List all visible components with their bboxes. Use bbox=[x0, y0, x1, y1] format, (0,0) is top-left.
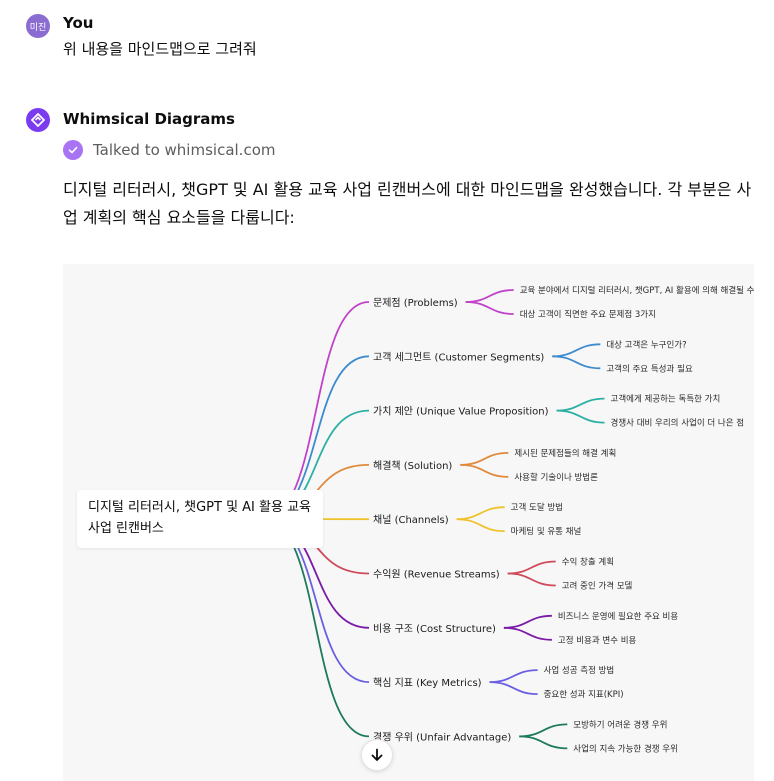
mindmap-child-connector bbox=[489, 681, 538, 695]
mindmap-child-connector bbox=[507, 572, 556, 587]
mindmap-branch-label[interactable]: 고객 세그먼트 (Customer Segments) bbox=[373, 351, 544, 363]
mindmap-child-connector bbox=[519, 723, 568, 738]
mindmap-leaf-label[interactable]: 고객에게 제공하는 독특한 가치 bbox=[611, 394, 721, 405]
avatar-initials: 미진 bbox=[29, 22, 47, 33]
mindmap-child-connector bbox=[465, 301, 514, 315]
assistant-name: Whimsical Diagrams bbox=[63, 110, 235, 128]
mindmap-branch-label[interactable]: 해결책 (Solution) bbox=[373, 459, 452, 472]
mindmap-branch-label[interactable]: 핵심 지표 (Key Metrics) bbox=[373, 677, 482, 689]
mindmap-leaf-label[interactable]: 비즈니스 운영에 필요한 주요 비용 bbox=[558, 611, 678, 622]
user-name: You bbox=[63, 14, 94, 32]
tool-status-label: Talked to whimsical.com bbox=[93, 141, 276, 159]
mindmap-leaf-label[interactable]: 고정 비용과 변수 비용 bbox=[558, 635, 637, 646]
mindmap-root-node[interactable]: 디지털 리터러시, 챗GPT 및 AI 활용 교육 사업 린캔버스 bbox=[77, 490, 323, 548]
mindmap-leaf-label[interactable]: 제시된 문제점들의 해결 계획 bbox=[514, 448, 616, 459]
mindmap-child-connector bbox=[460, 464, 509, 478]
mindmap-child-connector bbox=[503, 614, 552, 629]
arrow-down-icon bbox=[371, 748, 383, 761]
mindmap-leaf-label[interactable]: 수익 창출 계획 bbox=[562, 557, 614, 568]
mindmap-child-connector bbox=[552, 355, 601, 370]
mindmap-diagram[interactable]: 문제점 (Problems) 교육 분야에서 디지털 리터러시, 챗GPT, AI… bbox=[63, 264, 754, 781]
mindmap-leaf-label[interactable]: 사업의 지속 가능한 경쟁 우위 bbox=[573, 743, 678, 754]
mindmap-connector bbox=[262, 301, 370, 520]
mindmap-leaf-label[interactable]: 사업 성공 측정 방법 bbox=[544, 665, 615, 676]
mindmap-child-connector bbox=[456, 506, 505, 521]
mindmap-child-connector bbox=[465, 289, 514, 303]
mindmap-leaf-label[interactable]: 중요한 성과 지표(KPI) bbox=[544, 690, 624, 700]
mindmap-leaf-label[interactable]: 고객 도달 방법 bbox=[511, 502, 563, 513]
mindmap-branch-label[interactable]: 비용 구조 (Cost Structure) bbox=[373, 623, 496, 635]
mindmap-child-connector bbox=[507, 560, 556, 575]
mindmap-branch-label[interactable]: 문제점 (Problems) bbox=[373, 297, 458, 309]
mindmap-branch-label[interactable]: 수익원 (Revenue Streams) bbox=[373, 569, 500, 581]
mindmap-child-connector bbox=[556, 397, 605, 412]
mindmap-leaf-label[interactable]: 대상 고객이 직면한 주요 문제점 3가지 bbox=[520, 309, 656, 320]
check-icon bbox=[63, 140, 83, 160]
mindmap-canvas: 문제점 (Problems) 교육 분야에서 디지털 리터러시, 챗GPT, AI… bbox=[262, 285, 754, 754]
mindmap-connector bbox=[262, 518, 370, 738]
scroll-down-button[interactable] bbox=[361, 739, 393, 771]
mindmap-leaf-label[interactable]: 경쟁사 대비 우리의 사업이 더 나은 점 bbox=[611, 418, 745, 429]
mindmap-leaf-label[interactable]: 고려 중인 가격 모델 bbox=[562, 581, 633, 592]
mindmap-leaf-label[interactable]: 고객의 주요 특성과 필요 bbox=[606, 363, 692, 374]
mindmap-child-connector bbox=[460, 452, 509, 466]
user-message-text: 위 내용을 마인드맵으로 그려줘 bbox=[63, 40, 257, 58]
mindmap-child-connector bbox=[503, 626, 552, 641]
mindmap-child-connector bbox=[489, 669, 538, 683]
mindmap-leaf-label[interactable]: 교육 분야에서 디지털 리터러시, 챗GPT, AI 활용에 의해 해결될 수 … bbox=[520, 285, 754, 296]
mindmap-child-connector bbox=[519, 735, 568, 750]
mindmap-leaf-label[interactable]: 사용할 기술이나 방법론 bbox=[514, 472, 598, 483]
mindmap-child-connector bbox=[556, 409, 605, 424]
mindmap-child-connector bbox=[552, 343, 601, 358]
mindmap-root-label: 디지털 리터러시, 챗GPT 및 AI 활용 교육 사업 린캔버스 bbox=[88, 500, 311, 536]
mindmap-branch-label[interactable]: 경쟁 우위 (Unfair Advantage) bbox=[373, 730, 511, 743]
mindmap-leaf-label[interactable]: 대상 고객은 누구인가? bbox=[606, 339, 686, 350]
tool-status[interactable]: Talked to whimsical.com bbox=[63, 140, 275, 160]
mindmap-leaf-label[interactable]: 마케팅 및 유통 채널 bbox=[511, 526, 582, 537]
mindmap-child-connector bbox=[456, 518, 505, 533]
whimsical-logo-icon bbox=[26, 108, 50, 132]
mindmap-branch-label[interactable]: 채널 (Channels) bbox=[373, 514, 449, 526]
mindmap-leaf-label[interactable]: 모방하기 어려운 경쟁 우위 bbox=[573, 719, 667, 730]
mindmap-branch-label[interactable]: 가치 제안 (Unique Value Proposition) bbox=[373, 406, 549, 418]
avatar: 미진 bbox=[26, 14, 50, 38]
assistant-message-text: 디지털 리터러시, 챗GPT 및 AI 활용 교육 사업 린캔버스에 대한 마인… bbox=[63, 180, 752, 227]
